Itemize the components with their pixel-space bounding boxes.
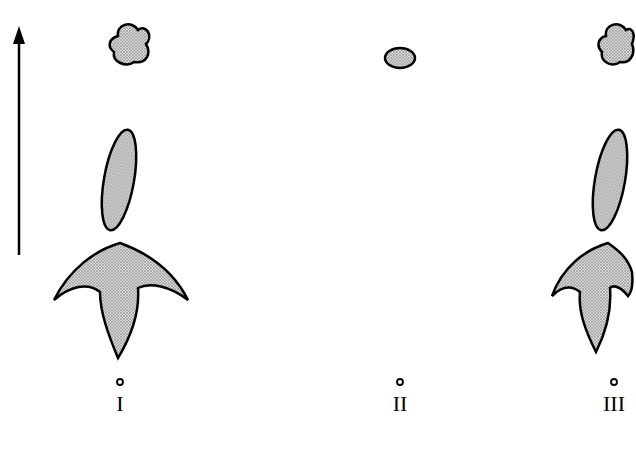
direction-arrow [13, 26, 25, 255]
origin-marker [117, 379, 617, 385]
lane-two-spot [385, 48, 415, 68]
lane-one-spots [54, 24, 188, 358]
lane-number: II [393, 393, 408, 415]
lane-three-spots [552, 24, 634, 352]
lane-number: III [603, 393, 625, 415]
lane-number: I [116, 393, 123, 415]
